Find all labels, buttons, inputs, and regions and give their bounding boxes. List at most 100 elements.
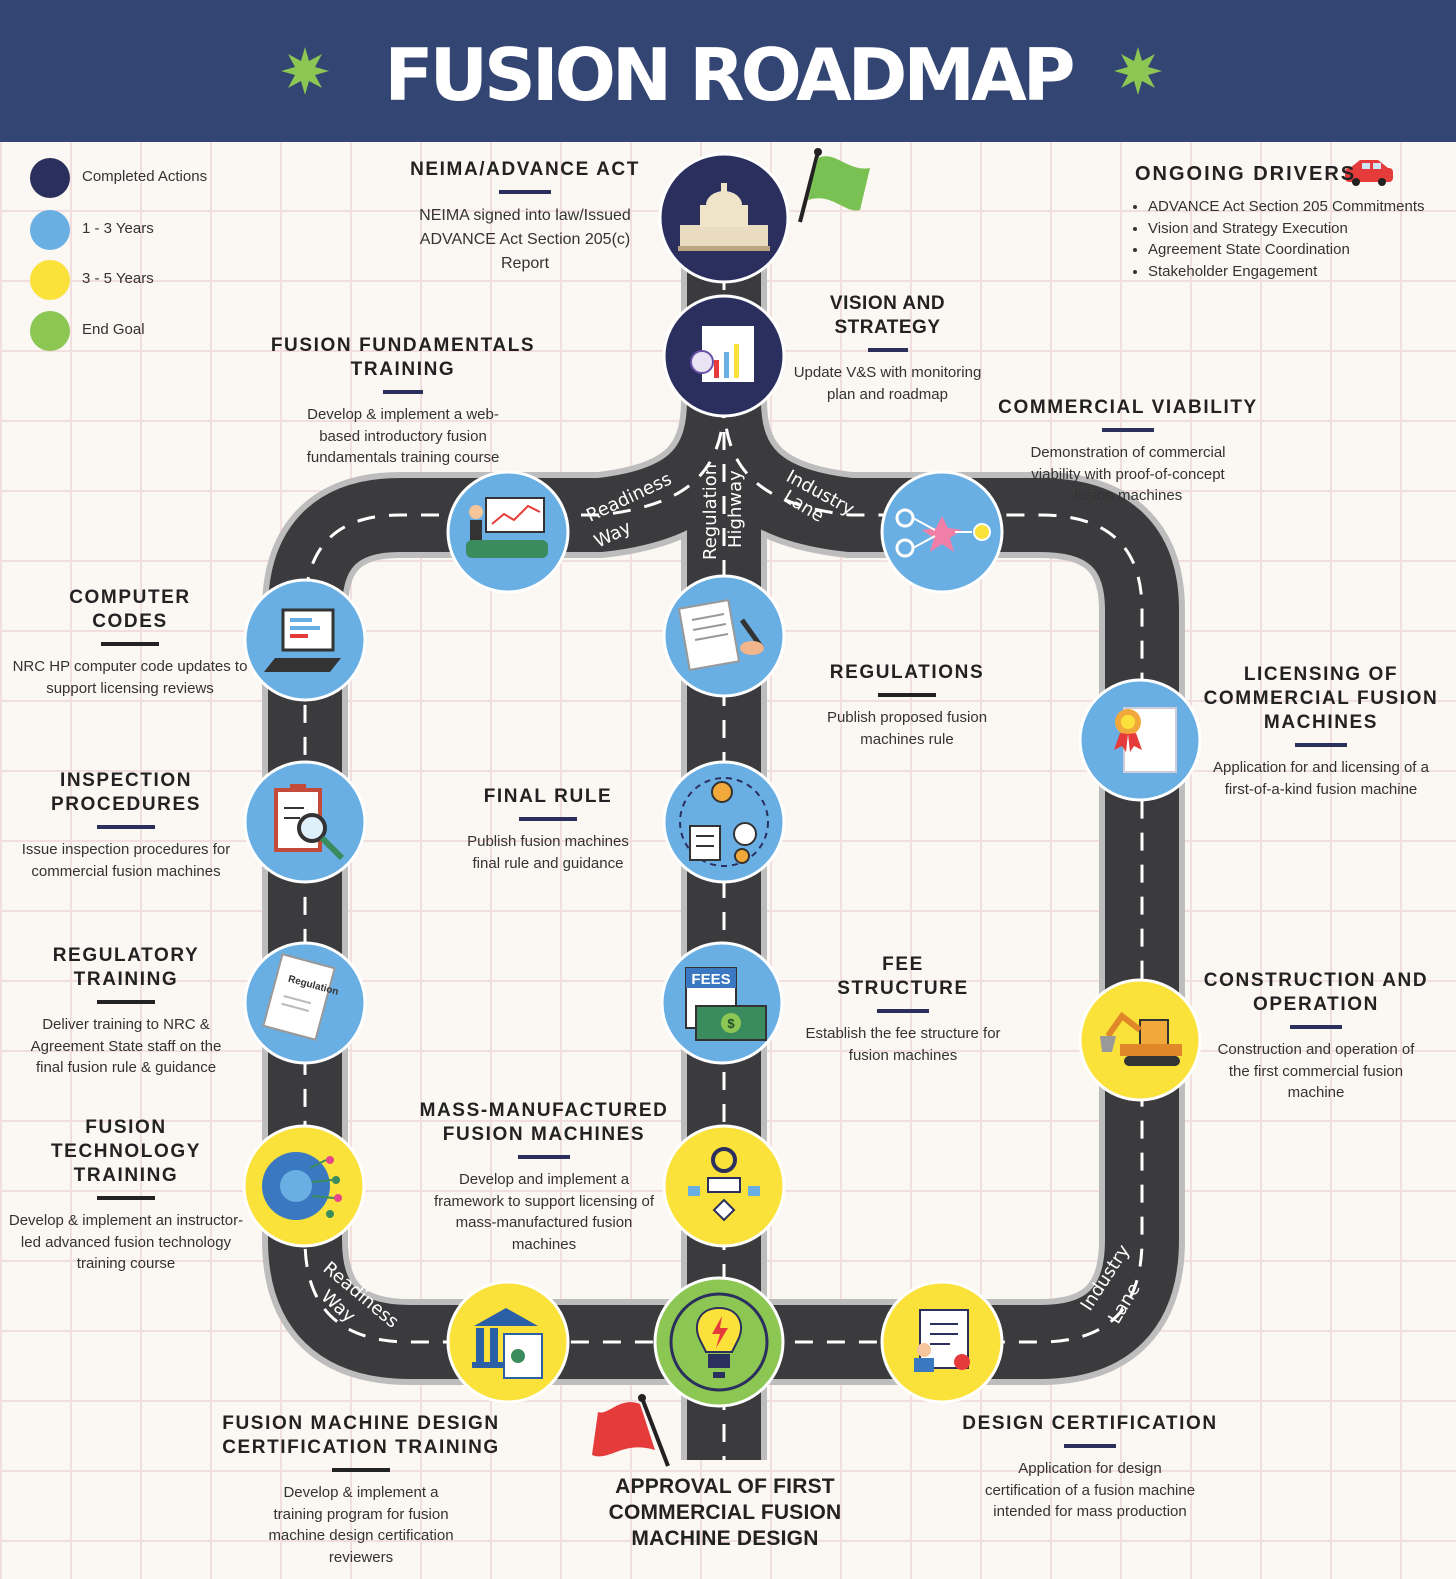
milestone-title: INSPECTION PROCEDURES (50, 770, 202, 815)
circle-codes (243, 578, 367, 702)
milestone-title: APPROVAL OF FIRST COMMERCIAL FUSION MACH… (608, 1475, 842, 1550)
header-banner: FUSION ROADMAP (0, 0, 1456, 142)
legend-swatch (30, 311, 70, 351)
milestone-desc: Develop & implement a training program f… (268, 1484, 454, 1566)
red-car-icon (1345, 160, 1393, 186)
red-flag-icon (592, 1394, 670, 1467)
milestone-title: FUSION TECHNOLOGY TRAINING (50, 1117, 202, 1186)
circle-design-cert (880, 1280, 1004, 1404)
signing-document-icon (677, 598, 765, 672)
milestone-desc: Develop and implement a framework to sup… (433, 1171, 655, 1253)
star-right-icon (1114, 47, 1162, 95)
milestone-regulations: REGULATIONS Publish proposed fusion mach… (812, 661, 1002, 750)
circle-construction (1078, 978, 1202, 1102)
milestone-desc: Update V&S with monitoring plan and road… (793, 364, 982, 403)
title-underline (97, 1196, 155, 1200)
milestone-title: FUSION MACHINE DESIGN CERTIFICATION TRAI… (222, 1413, 500, 1458)
milestone-title: COMMERCIAL VIABILITY (998, 397, 1258, 418)
circle-mass (662, 1124, 786, 1248)
legend-swatch (30, 210, 70, 250)
milestone-codes: COMPUTER CODES NRC HP computer code upda… (10, 586, 250, 699)
tech-gear-circuit-icon (262, 1152, 342, 1220)
circle-tech-training (242, 1124, 366, 1248)
title-underline (518, 1155, 570, 1159)
milestone-desc: Issue inspection procedures for commerci… (21, 841, 231, 880)
milestone-desc: Establish the fee structure for fusion m… (805, 1025, 1001, 1064)
milestone-fundamentals: FUSION FUNDAMENTALS TRAINING Develop & i… (268, 334, 538, 469)
milestone-desc: Publish proposed fusion machines rule (826, 709, 988, 748)
title-underline (101, 642, 159, 646)
circle-viability (880, 470, 1004, 594)
title-underline (1064, 1444, 1116, 1448)
circle-approval (653, 1276, 785, 1408)
milestone-desc: Application for and licensing of a first… (1213, 759, 1429, 798)
title-underline (1290, 1025, 1342, 1029)
excavator-icon (1100, 1011, 1182, 1066)
legend-label: 1 - 3 Years (82, 220, 154, 237)
milestone-desc: NRC HP computer code updates to support … (12, 658, 248, 697)
milestone-approval: APPROVAL OF FIRST COMMERCIAL FUSION MACH… (600, 1474, 850, 1552)
certificate-icon (1114, 707, 1177, 773)
milestone-title: FINAL RULE (483, 786, 613, 807)
milestone-fees: FEE STRUCTURE Establish the fee structur… (796, 953, 1010, 1066)
page-title: FUSION ROADMAP (384, 33, 1075, 117)
title-underline (97, 825, 155, 829)
milestone-title: NEIMA/ADVANCE ACT (410, 159, 640, 180)
milestone-desc: Application for design certification of … (984, 1460, 1196, 1520)
legend-label: 3 - 5 Years (82, 270, 154, 287)
title-underline (97, 1000, 155, 1004)
circle-fundamentals (446, 470, 570, 594)
milestone-title: CONSTRUCTION AND OPERATION (1203, 970, 1429, 1015)
milestone-desc: Deliver training to NRC & Agreement Stat… (30, 1016, 222, 1076)
circle-regulations (662, 574, 786, 698)
process-gears-icon (679, 777, 769, 867)
legend-swatch (30, 158, 70, 198)
driver-item: Vision and Strategy Execution (1148, 218, 1440, 240)
milestone-title: VISION AND STRATEGY (829, 293, 946, 338)
title-underline (878, 693, 936, 697)
driver-item: Stakeholder Engagement (1148, 261, 1440, 283)
star-left-icon (281, 47, 329, 95)
green-flag-icon (798, 148, 870, 223)
circle-inspection (243, 760, 367, 884)
clipboard-magnifier-icon (274, 784, 345, 861)
legend-swatch (30, 260, 70, 300)
fees-money-icon: FEES $ (685, 967, 767, 1041)
circle-reg-training: Regulation (243, 941, 367, 1065)
milestone-desc: Demonstration of commercial viability wi… (1030, 444, 1226, 504)
computer-icon (264, 608, 341, 672)
circle-neima (658, 152, 790, 284)
milestone-desc: Construction and operation of the first … (1217, 1041, 1415, 1101)
milestone-final-rule: FINAL RULE Publish fusion machines final… (452, 785, 644, 874)
milestone-desc: NEIMA signed into law/Issued ADVANCE Act… (419, 207, 631, 272)
title-underline (499, 190, 551, 194)
title-underline (877, 1009, 929, 1013)
circle-design-training (446, 1280, 570, 1404)
milestone-design-cert: DESIGN CERTIFICATION Application for des… (958, 1412, 1222, 1523)
driver-item: ADVANCE Act Section 205 Commitments (1148, 196, 1440, 218)
drivers-title: ONGOING DRIVERS (1135, 163, 1357, 185)
design-clipboard-icon (914, 1309, 970, 1372)
fees-icon-text: FEES (691, 971, 730, 988)
circle-final-rule (662, 760, 786, 884)
milestone-title: COMPUTER CODES (69, 587, 191, 632)
milestone-viability: COMMERCIAL VIABILITY Demonstration of co… (990, 396, 1266, 507)
legend-label: End Goal (82, 321, 145, 338)
strategy-chart-icon (690, 326, 754, 382)
workflow-gear-icon (688, 1147, 760, 1222)
title-underline (867, 348, 908, 352)
circle-licensing (1078, 678, 1202, 802)
regulation-book-icon: Regulation (262, 953, 340, 1041)
institution-certificate-icon (472, 1308, 543, 1379)
classroom-presentation-icon (466, 497, 548, 558)
milestone-title: FEE STRUCTURE (837, 954, 969, 999)
lightbulb-plug-icon (669, 1292, 769, 1392)
road-label-highway: Highway (725, 470, 746, 548)
milestone-neima: NEIMA/ADVANCE ACT NEIMA signed into law/… (395, 158, 655, 276)
milestone-reg-training: REGULATORY TRAINING Deliver training to … (20, 944, 232, 1079)
milestone-title: DESIGN CERTIFICATION (962, 1413, 1218, 1434)
milestone-title: LICENSING OF COMMERCIAL FUSION MACHINES (1203, 664, 1439, 733)
title-underline (1102, 428, 1154, 432)
